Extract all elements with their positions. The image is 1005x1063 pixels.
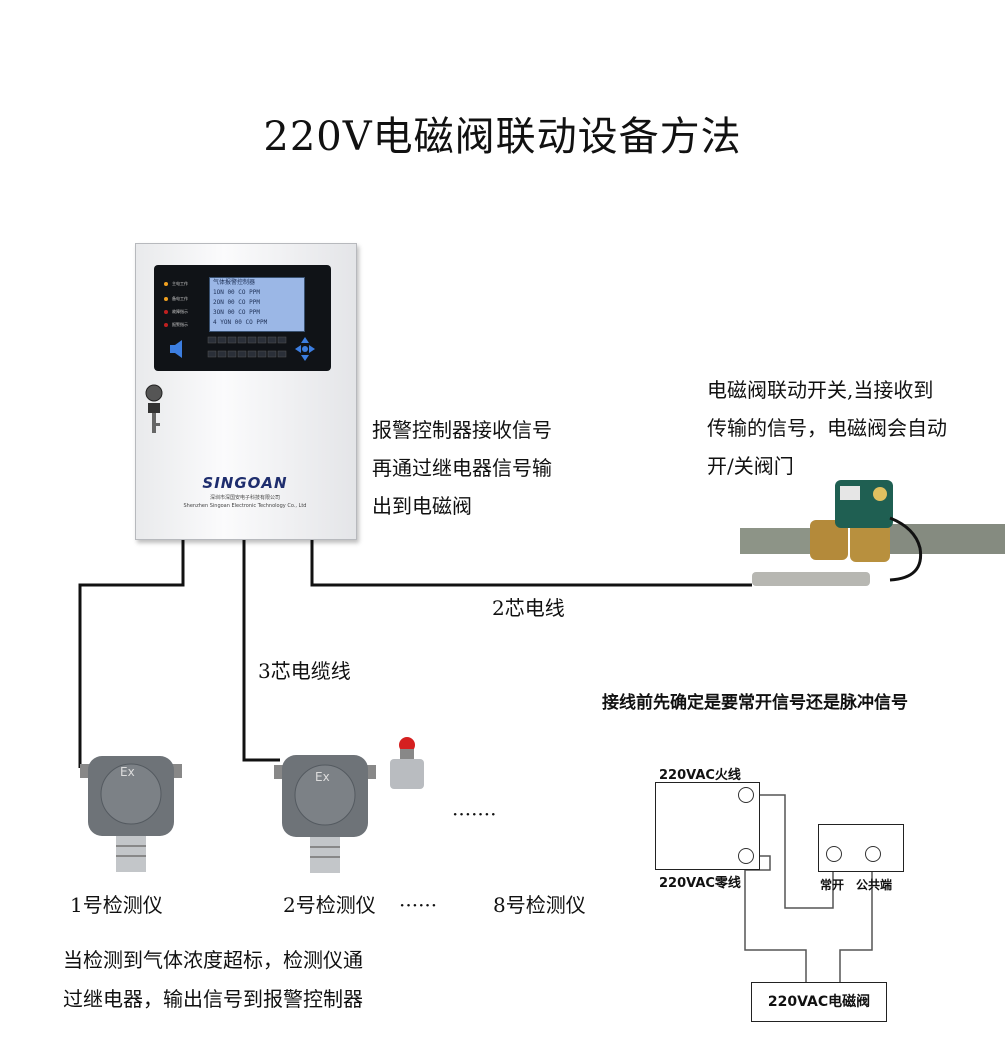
led-indicator [164,297,168,301]
key-lock-icon [145,384,163,433]
normally-open-label: 常开 [820,878,845,892]
lcd-row: 4 YON 00 CO PPM [213,319,268,326]
controller-brand: SINGOAN [202,474,288,492]
wire-detector1 [78,538,185,768]
common-label: 公共端 [856,878,893,892]
zero-line-label: 220VAC零线 [659,876,741,891]
gas-detector-1 [80,756,182,872]
lcd-row: 1ON 00 CO PPM [213,289,260,296]
valve-desc-line: 传输的信号，电磁阀会自动 [707,416,947,440]
led-label: 备电工作 [172,296,188,301]
gas-detector-2 [274,737,424,873]
solenoid-valve [740,480,1005,586]
dots-middle: ······· [452,802,497,826]
detector-1-label: 1号检测仪 [70,893,163,917]
fire-line-label: 220VAC火线 [659,768,741,783]
lcd-screen: 气体报警控制器 1ON 00 CO PPM 2ON 00 CO PPM 3ON … [209,277,305,332]
terminal-common [865,846,881,862]
lcd-row: 2ON 00 CO PPM [213,299,260,306]
valve-desc-line: 开/关阀门 [707,454,794,478]
terminal-zero [738,848,754,864]
ex-mark: Ex [315,770,330,784]
lcd-header: 气体报警控制器 [213,279,256,286]
led-label: 报警指示 [172,322,188,327]
led-indicator [164,310,168,314]
speaker-icon [170,340,182,358]
controller-desc-line: 再通过继电器信号输 [372,456,552,480]
led-label: 故障指示 [172,309,188,314]
led-indicator [164,323,168,327]
terminal-fire [738,787,754,803]
detector-8-label: 8号检测仪 [493,893,586,917]
dots-row: ······ [399,893,438,917]
lcd-row: 3ON 00 CO PPM [213,309,260,316]
led-label: 主电工作 [172,281,188,286]
wire-3core-label: 3芯电缆线 [258,659,351,683]
controller-desc-line: 报警控制器接收信号 [372,418,552,442]
wire-detector2 [242,538,280,762]
valve-desc-line: 电磁阀联动开关,当接收到 [707,378,934,402]
solenoid-valve-box: 220VAC电磁阀 [751,982,887,1022]
ex-mark: Ex [120,765,135,779]
page-title: 220V电磁阀联动设备方法 [263,114,742,160]
wire-valve [310,538,752,587]
schematic-lines [744,794,873,982]
controller-company-cn: 深圳市深国安电子科技有限公司 [209,495,280,501]
terminal-normally-open [826,846,842,862]
wiring-note: 接线前先确定是要常开信号还是脉冲信号 [602,693,908,713]
wire-2core-label: 2芯电线 [492,596,565,620]
detector-desc-line: 过继电器，输出信号到报警控制器 [63,987,363,1011]
detector-desc-line: 当检测到气体浓度超标，检测仪通 [63,948,363,972]
controller-desc-line: 出到电磁阀 [372,494,472,518]
controller-company-en: Shenzhen Singoan Electronic Technology C… [183,503,307,509]
keypad [170,336,315,361]
detector-2-label: 2号检测仪 [283,893,376,917]
led-indicator [164,282,168,286]
